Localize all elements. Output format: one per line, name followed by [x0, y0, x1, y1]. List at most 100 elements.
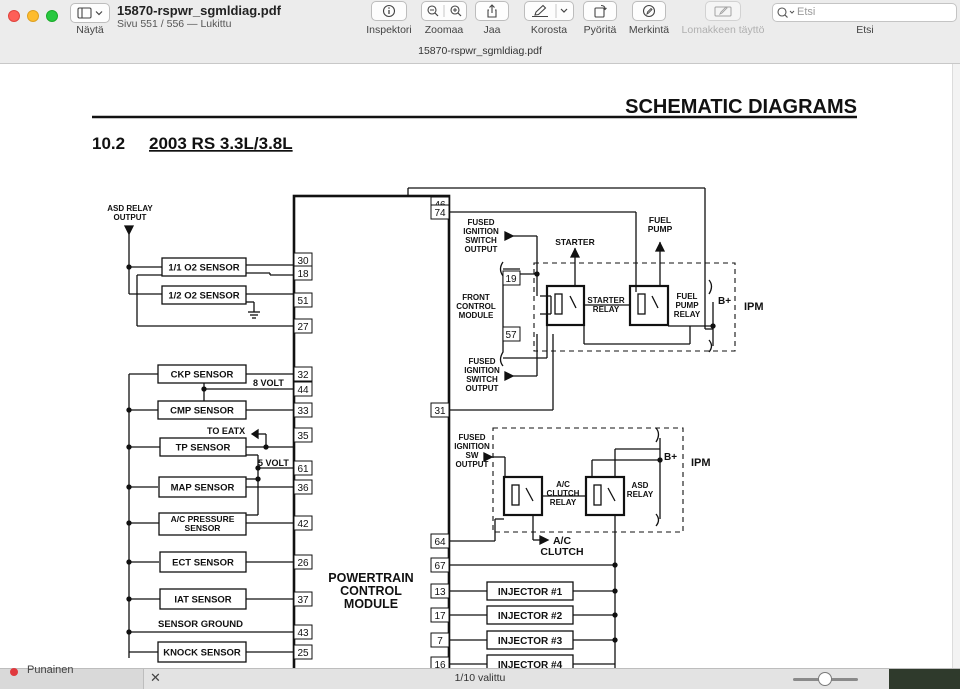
sensor-box — [161, 285, 247, 305]
form-fill-button[interactable] — [705, 1, 741, 21]
close-window-button[interactable] — [8, 10, 20, 22]
sensor-label: IAT SENSOR — [174, 595, 231, 606]
battery-plus-label: B+ — [664, 452, 677, 463]
search-icon — [777, 7, 795, 18]
sensor-box — [157, 364, 247, 384]
pin-label: 43 — [297, 628, 309, 639]
pcm-pin-box — [293, 366, 313, 382]
fuel-pump-label: FUEL — [649, 215, 671, 225]
sensor-label: CKP SENSOR — [171, 370, 234, 381]
sensor-label: TP SENSOR — [176, 443, 231, 454]
sensor-ground-label: SENSOR GROUND — [158, 619, 243, 630]
pin-label: 16 — [434, 660, 446, 668]
vertical-scrollbar[interactable] — [952, 64, 960, 668]
fused-ignition-label: SWITCH — [465, 236, 497, 245]
share-label: Jaa — [483, 24, 501, 36]
pin-label: 44 — [297, 385, 309, 396]
starter-label: STARTER — [555, 237, 595, 247]
sensor-box — [159, 437, 247, 457]
sidebar-icon — [77, 7, 103, 19]
ac-clutch-label: CLUTCH — [540, 546, 583, 558]
zoom-out-icon — [427, 5, 439, 17]
pcm-pin-box — [293, 318, 313, 334]
pcm-pin-box — [293, 381, 313, 397]
pcm-pin-box — [430, 533, 450, 549]
starter-relay-label: RELAY — [593, 305, 620, 314]
fused-ignition-label: FUSED — [458, 433, 485, 442]
fused-ignition-label: OUTPUT — [466, 384, 499, 393]
sensor-box — [158, 476, 247, 498]
pin-label: 17 — [434, 611, 446, 622]
injector-label: INJECTOR #4 — [498, 660, 563, 668]
asd-relay-output-label: OUTPUT — [114, 213, 147, 222]
pcm-pin-box — [293, 644, 313, 660]
sensor-label: CMP SENSOR — [170, 406, 234, 417]
share-icon — [487, 4, 497, 18]
slider-knob[interactable] — [818, 672, 832, 686]
rotate-label: Pyöritä — [583, 24, 617, 36]
pcm-pin-box — [430, 557, 450, 573]
rotate-button[interactable] — [583, 1, 617, 21]
pin-label: 61 — [297, 464, 309, 475]
sensor-label: SENSOR — [185, 523, 221, 533]
fused-ignition-label: IGNITION — [463, 227, 499, 236]
fused-ignition-label: OUTPUT — [465, 245, 498, 254]
front-control-module-label: CONTROL — [456, 302, 496, 311]
sensor-box — [157, 400, 247, 420]
close-icon[interactable]: ✕ — [150, 670, 161, 685]
share-button[interactable] — [475, 1, 509, 21]
view-menu-button[interactable] — [70, 3, 110, 23]
pcm-pin-box — [293, 292, 313, 308]
pin-label: 25 — [297, 648, 309, 659]
pcm-pin-box — [293, 402, 313, 418]
sensor-box — [159, 588, 247, 610]
pin-label: 51 — [297, 296, 309, 307]
pcm-pin-box — [293, 624, 313, 640]
fused-ignition-label: FUSED — [468, 357, 495, 366]
view-label: Näytä — [76, 24, 104, 36]
sensor-label: MAP SENSOR — [171, 483, 235, 494]
zoom-button-group[interactable] — [421, 1, 467, 21]
minimize-window-button[interactable] — [27, 10, 39, 22]
inspector-button[interactable] — [371, 1, 407, 21]
pcm-pin-box — [293, 460, 313, 476]
ac-clutch-relay-label: CLUTCH — [547, 489, 580, 498]
pin-label: 7 — [437, 636, 443, 647]
injector-box — [486, 581, 574, 601]
fused-ignition-label: IGNITION — [464, 366, 500, 375]
pin-label: 67 — [434, 561, 446, 572]
pcm-pin-box — [293, 515, 313, 531]
fuel-pump-relay-label: RELAY — [674, 310, 701, 319]
to-eatx-label: TO EATX — [207, 426, 245, 436]
pcm-label: POWERTRAIN — [328, 571, 413, 585]
fused-ignition-label: IGNITION — [454, 442, 490, 451]
tag-label: Punainen — [27, 664, 74, 676]
injector-label: INJECTOR #2 — [498, 611, 563, 622]
fcm-pin-box — [502, 326, 521, 342]
pdf-page-view[interactable]: SCHEMATIC DIAGRAMS 10.2 2003 RS 3.3L/3.8… — [0, 64, 960, 668]
voltage-label: 5 VOLT — [258, 458, 289, 468]
highlight-label: Korosta — [530, 24, 568, 36]
highlight-button[interactable] — [524, 1, 574, 21]
markup-button[interactable] — [632, 1, 666, 21]
pcm-pin-box — [430, 583, 450, 599]
schematic-diagram: SCHEMATIC DIAGRAMS 10.2 2003 RS 3.3L/3.8… — [92, 96, 857, 668]
ipm-label: IPM — [744, 301, 764, 313]
pcm-pin-box — [293, 479, 313, 495]
sensor-box — [158, 512, 247, 536]
rotate-icon — [594, 4, 607, 18]
search-field[interactable]: Etsi — [772, 3, 957, 22]
page-header: SCHEMATIC DIAGRAMS — [625, 96, 857, 118]
markup-label: Merkintä — [628, 24, 670, 36]
asd-relay-label: RELAY — [627, 490, 654, 499]
ac-clutch-label: A/C — [553, 535, 572, 547]
sensor-label: A/C PRESSURE — [171, 514, 235, 524]
pin-label: 19 — [505, 274, 517, 285]
front-control-module-label: FRONT — [462, 293, 490, 302]
injector-box — [486, 630, 574, 650]
pcm-pin-box — [430, 656, 450, 668]
document-title: 15870-rspwr_sgmldiag.pdf — [117, 3, 281, 18]
zoom-window-button[interactable] — [46, 10, 58, 22]
pcm-pin-box — [293, 591, 313, 607]
fuel-pump-relay-label: PUMP — [675, 301, 699, 310]
